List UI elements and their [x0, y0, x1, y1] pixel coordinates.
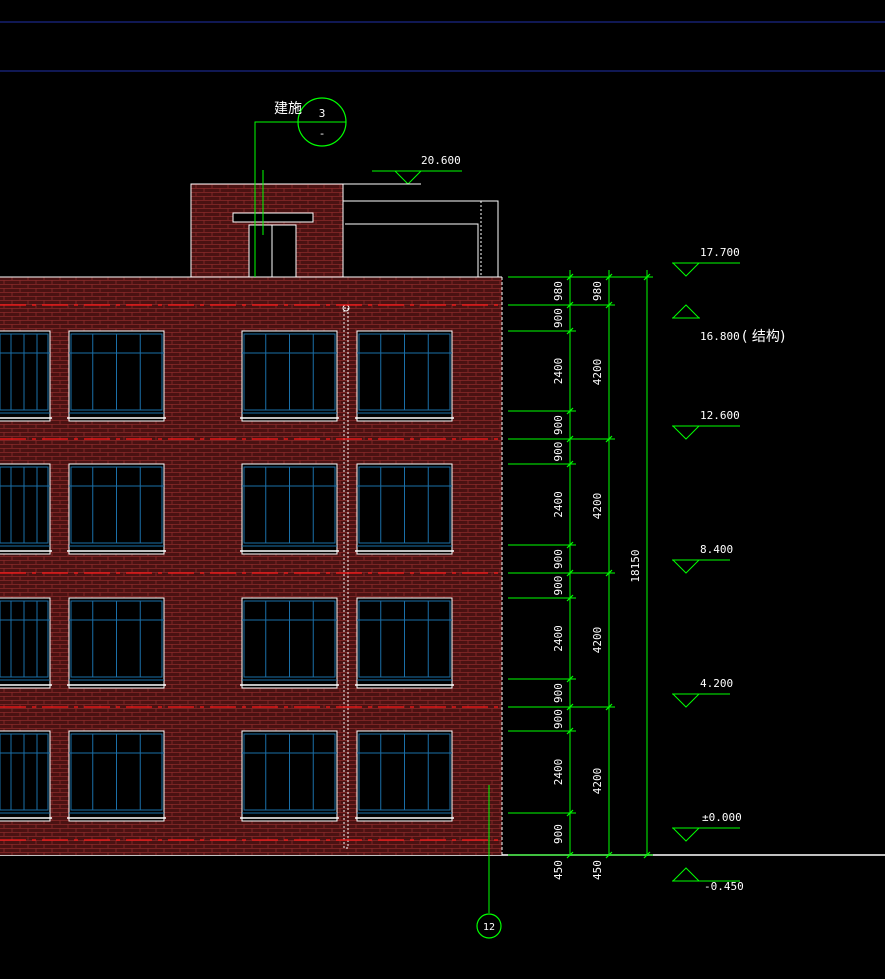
dim-middle-label: 4200: [591, 493, 604, 520]
window: [67, 730, 166, 822]
level-label: 4.200: [700, 677, 733, 690]
grid-axis-label: 12: [483, 922, 495, 933]
level-label: 12.600: [700, 409, 740, 422]
dim-inner-label: 900: [552, 415, 565, 435]
windows: [0, 330, 454, 822]
dim-middle-label: 4200: [591, 359, 604, 386]
dim-inner-label: 450: [552, 860, 565, 880]
window: [0, 730, 52, 822]
level-label: 8.400: [700, 543, 733, 556]
window: [0, 463, 52, 555]
section-callout[interactable]: 建施 3 -: [254, 97, 347, 277]
dim-inner-label: 900: [552, 442, 565, 462]
window: [240, 730, 339, 822]
dim-inner-label: 900: [552, 549, 565, 569]
dim-middle-label: 450: [591, 860, 604, 880]
level-marker-ground: ±0.000: [672, 811, 742, 842]
window: [0, 597, 52, 689]
level-marker-roof: 16.800: [672, 304, 740, 343]
window: [355, 330, 454, 422]
window: [240, 597, 339, 689]
dim-inner-label: 900: [552, 308, 565, 328]
window: [67, 597, 166, 689]
dim-middle-label: 4200: [591, 627, 604, 654]
level-marker-roof-top: 20.600: [343, 154, 462, 185]
callout-sub: -: [319, 127, 326, 140]
callout-number: 3: [319, 107, 326, 120]
level-marker-parapet: 17.700: [672, 246, 740, 277]
window: [240, 463, 339, 555]
dim-inner-label: 900: [552, 683, 565, 703]
dimension-lines: 980 900 2400 900 900 2400 900 900 2400 900 900 2400…: [508, 270, 653, 880]
roof-stair-tower: [190, 183, 499, 278]
dim-inner-label: 900: [552, 709, 565, 729]
level-label: 20.600: [421, 154, 461, 167]
structural-note: ( 结构): [742, 329, 785, 345]
window: [355, 597, 454, 689]
dim-inner-label: 900: [552, 824, 565, 844]
window: [240, 330, 339, 422]
level-marker-floor-4: 12.600: [672, 409, 740, 440]
window: [355, 730, 454, 822]
dim-inner-label: 2400: [552, 625, 565, 652]
window: [355, 463, 454, 555]
dim-inner-label: 900: [552, 576, 565, 596]
dim-inner-label: 980: [552, 281, 565, 301]
dim-middle-label: 980: [591, 281, 604, 301]
window: [0, 330, 52, 422]
window: [67, 463, 166, 555]
dim-inner-label: 2400: [552, 491, 565, 518]
level-label: ±0.000: [702, 811, 742, 824]
level-label: 17.700: [700, 246, 740, 259]
viewport-grid-lines: [0, 21, 885, 72]
level-markers: 20.600 17.700 16.800 12.600 8.400 4.200 ±0.000…: [343, 154, 744, 893]
dim-middle-label: 4200: [591, 768, 604, 795]
level-marker-floor-2: 4.200: [672, 677, 733, 708]
dim-inner-label: 2400: [552, 358, 565, 385]
level-marker-grade: -0.450: [672, 867, 744, 893]
callout-label: 建施: [274, 101, 302, 117]
dim-total-label: 18150: [629, 549, 642, 582]
level-label: -0.450: [704, 880, 744, 893]
window: [67, 330, 166, 422]
dim-inner-label: 2400: [552, 759, 565, 786]
level-marker-floor-3: 8.400: [672, 543, 733, 574]
grid-axis-marker[interactable]: 12: [476, 785, 502, 939]
level-label: 16.800: [700, 330, 740, 343]
